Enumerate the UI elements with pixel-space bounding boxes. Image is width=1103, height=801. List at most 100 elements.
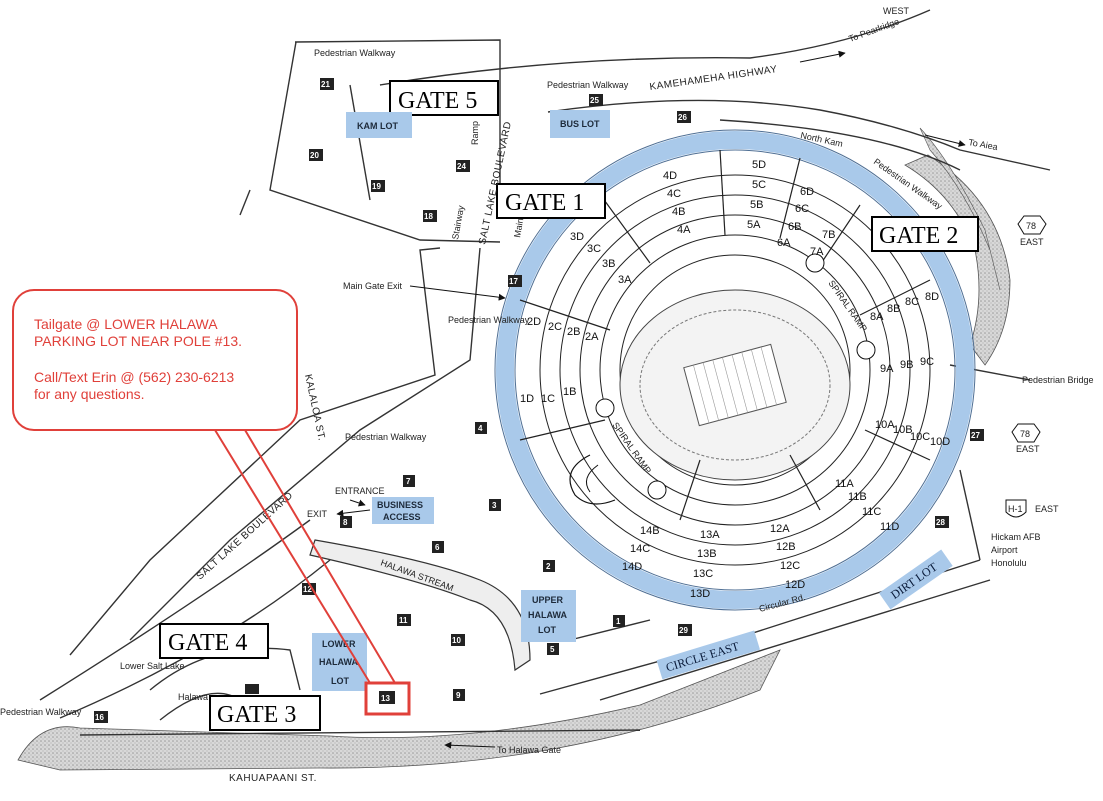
svg-text:16: 16 [95, 713, 104, 722]
dirt-lot[interactable]: DIRT LOT [878, 549, 953, 610]
pole-13-marker[interactable]: 13 [379, 691, 395, 704]
pole-marker[interactable]: 24 [456, 160, 470, 172]
pole-marker[interactable]: 18 [423, 210, 437, 222]
pedestrian-bridge-label: Pedestrian Bridge [1022, 375, 1094, 385]
embankment-southwest [17, 649, 781, 771]
football-field [683, 343, 787, 427]
section-label: 4A [677, 224, 691, 236]
pole-marker[interactable]: 16 [94, 711, 108, 723]
pole-marker[interactable]: 21 [320, 78, 334, 90]
svg-text:11: 11 [399, 616, 408, 625]
section-label: 12D [785, 579, 805, 591]
spiral-ramp-e [856, 340, 876, 360]
pole-marker[interactable]: 28 [935, 516, 949, 528]
svg-text:EAST: EAST [1035, 504, 1059, 514]
section-label: 10D [930, 436, 950, 448]
svg-text:GATE 5: GATE 5 [398, 88, 477, 114]
svg-text:26: 26 [678, 113, 687, 122]
route-78-shield-north: 78 EAST [1017, 215, 1047, 247]
section-label: 14B [640, 525, 660, 537]
bus-lot[interactable]: BUS LOT [550, 110, 610, 138]
kam-lot[interactable]: KAM LOT [346, 112, 412, 138]
pole-marker[interactable]: 19 [371, 180, 385, 192]
pedestrian-walkway-label: Pedestrian Walkway [345, 432, 427, 442]
kamehameha-highway-label: KAMEHAMEHA HIGHWAY [649, 64, 778, 93]
section-label: 4C [667, 188, 681, 200]
callout-line: for any questions. [34, 386, 145, 402]
spiral-ramp-w [595, 398, 615, 418]
pole-marker[interactable]: 5 [547, 643, 559, 655]
section-label: 9A [880, 363, 894, 375]
pole-marker[interactable]: 17 [508, 275, 522, 287]
pole-marker[interactable]: 29 [678, 624, 692, 636]
to-aiea-label: To Aiea [968, 137, 999, 152]
pole-marker[interactable]: 11 [397, 614, 411, 626]
callout-line: PARKING LOT NEAR POLE #13. [34, 333, 243, 349]
svg-text:KAM LOT: KAM LOT [357, 121, 398, 131]
gate-1[interactable]: GATE 1 [496, 183, 606, 219]
pole-marker[interactable]: 1 [613, 615, 625, 627]
pedestrian-walkway-label: Pedestrian Walkway [448, 315, 530, 325]
section-label: 2D [527, 316, 541, 328]
gate-2[interactable]: GATE 2 [871, 216, 979, 252]
upper-halawa-lot[interactable]: UPPER HALAWA LOT [521, 590, 576, 642]
section-label: 8D [925, 291, 939, 303]
pedestrian-walkway-label: Pedestrian Walkway [314, 48, 396, 58]
pole-marker[interactable]: 12 [302, 583, 316, 595]
section-label: 13C [693, 568, 713, 580]
section-label: 10A [875, 419, 895, 431]
section-label: 14D [622, 561, 642, 573]
svg-text:7: 7 [406, 477, 411, 486]
section-label: 11A [835, 478, 854, 490]
section-label: 5A [747, 219, 761, 231]
section-label: 2B [567, 326, 580, 338]
kahuapaani-st-label: KAHUAPAANI ST. [229, 773, 317, 784]
pole-marker[interactable]: 6 [432, 541, 444, 553]
section-label: 11B [848, 491, 867, 503]
gate-4[interactable]: GATE 4 [159, 623, 269, 659]
section-label: 12B [776, 541, 796, 553]
pole-marker[interactable]: 27 [970, 429, 984, 441]
section-label: 3A [618, 274, 632, 286]
pole-marker[interactable]: 25 [589, 94, 603, 106]
svg-text:25: 25 [590, 96, 599, 105]
stadium-sections: 1D 1C 1B 2D 2C 2B 2A 3D 3C 3B 3A 4D 4C 4… [520, 159, 950, 600]
pedestrian-walkway-label: Pedestrian Walkway [0, 707, 82, 717]
svg-text:GATE 3: GATE 3 [217, 702, 296, 728]
pole-marker[interactable]: 26 [677, 111, 691, 123]
callout-line: Tailgate @ LOWER HALAWA [34, 316, 218, 332]
svg-text:GATE 2: GATE 2 [879, 223, 958, 249]
pole-marker[interactable]: 4 [475, 422, 487, 434]
route-78-shield-south: 78 EAST [1011, 423, 1041, 454]
embankment-east [904, 154, 1011, 366]
pole-marker[interactable]: 10 [451, 634, 465, 646]
section-label: 10C [910, 431, 930, 443]
section-label: 6C [795, 203, 809, 215]
pole-marker[interactable] [245, 684, 259, 694]
pole-marker[interactable]: 20 [309, 149, 323, 161]
svg-text:18: 18 [424, 212, 433, 221]
svg-text:LOWER: LOWER [322, 639, 356, 649]
svg-text:H-1: H-1 [1008, 504, 1023, 514]
gate-3[interactable]: GATE 3 [209, 695, 321, 731]
pole-marker[interactable]: 7 [403, 475, 415, 487]
svg-text:28: 28 [936, 518, 945, 527]
svg-text:12: 12 [303, 585, 312, 594]
svg-text:GATE 4: GATE 4 [168, 630, 247, 656]
section-label: 9B [900, 359, 913, 371]
svg-text:78: 78 [1020, 429, 1030, 439]
lower-halawa-lot[interactable]: LOWER HALAWA LOT [312, 633, 367, 691]
svg-text:LOT: LOT [331, 676, 349, 686]
pole-marker[interactable]: 3 [489, 499, 501, 511]
svg-text:2: 2 [546, 562, 551, 571]
entrance-label: ENTRANCE [335, 486, 385, 496]
gate-5[interactable]: GATE 5 [389, 80, 499, 116]
pole-marker[interactable]: 9 [453, 689, 465, 701]
business-access-lot[interactable]: BUSINESS ACCESS [372, 497, 434, 524]
pole-marker[interactable]: 8 [340, 516, 352, 528]
section-label: 10B [893, 424, 913, 436]
section-label: 1D [520, 393, 534, 405]
pole-marker[interactable]: 2 [543, 560, 555, 572]
svg-text:ACCESS: ACCESS [383, 512, 421, 522]
svg-text:8: 8 [343, 518, 348, 527]
